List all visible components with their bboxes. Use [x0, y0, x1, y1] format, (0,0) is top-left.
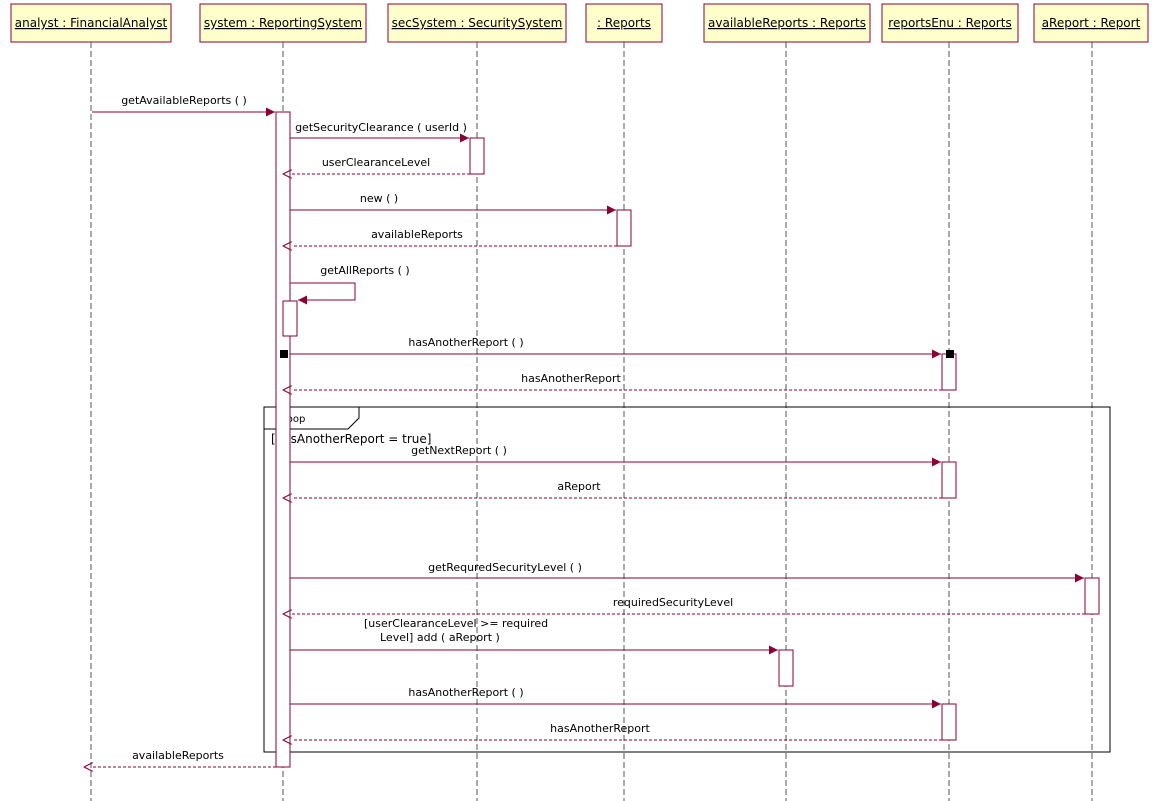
svg-text:aReport: aReport — [557, 480, 601, 493]
stop-marker — [280, 350, 288, 358]
activation-reportsenu-2 — [941, 461, 957, 499]
loop-guard: [hasAnotherReport = true] — [271, 432, 431, 446]
svg-text:availableReports: availableReports — [132, 749, 224, 762]
activation-reportsenu-1 — [941, 353, 957, 391]
svg-text:getAllReports ( ): getAllReports ( ) — [320, 264, 409, 277]
activation-system-self — [282, 300, 298, 337]
activation-availablereports — [778, 649, 794, 687]
loop-operator-tab — [264, 407, 360, 430]
activation-system — [275, 111, 291, 768]
activation-areport — [1084, 577, 1100, 615]
message-new[interactable]: new ( ) — [290, 192, 616, 215]
svg-text:getRequredSecurityLevel ( ): getRequredSecurityLevel ( ) — [428, 561, 582, 574]
message-getavailablereports[interactable]: getAvailableReports ( ) — [92, 94, 275, 117]
message-return-hasanotherreport-1[interactable]: hasAnotherReport — [292, 372, 942, 390]
loop-operator-label: loop — [284, 414, 305, 425]
message-getallreports[interactable]: getAllReports ( ) — [290, 264, 410, 305]
loop-fragment: loop [hasAnotherReport = true] — [263, 406, 1111, 753]
svg-text:getNextReport ( ): getNextReport ( ) — [411, 444, 507, 457]
svg-text:analyst : FinancialAnalyst: analyst : FinancialAnalyst — [15, 16, 168, 30]
message-hasanotherreport-1[interactable]: hasAnotherReport ( ) — [280, 336, 954, 359]
activation-reportsenu-3 — [941, 703, 957, 741]
message-getsecurityclearance[interactable]: getSecurityClearance ( userId ) — [290, 121, 469, 143]
svg-text:hasAnotherReport ( ): hasAnotherReport ( ) — [408, 686, 523, 699]
svg-text:[userClearanceLevel >= require: [userClearanceLevel >= required — [364, 617, 548, 630]
svg-text:getAvailableReports ( ): getAvailableReports ( ) — [121, 94, 247, 107]
participant-system[interactable]: system : ReportingSystem — [199, 3, 367, 43]
message-getnextreport[interactable]: getNextReport ( ) — [290, 444, 941, 467]
svg-text:new ( ): new ( ) — [360, 192, 398, 205]
svg-text:requiredSecurityLevel: requiredSecurityLevel — [613, 596, 733, 609]
svg-text:hasAnotherReport: hasAnotherReport — [521, 372, 621, 385]
svg-text:hasAnotherReport: hasAnotherReport — [550, 722, 650, 735]
message-return-requiredsecuritylevel[interactable]: requiredSecurityLevel — [292, 596, 1085, 614]
activation-secsystem — [469, 137, 485, 175]
activation-reports — [616, 209, 632, 247]
message-return-hasanotherreport-2[interactable]: hasAnotherReport — [292, 722, 942, 740]
svg-text:: Reports: : Reports — [597, 16, 651, 30]
message-return-areport[interactable]: aReport — [292, 480, 942, 498]
svg-text:availableReports : Reports: availableReports : Reports — [708, 16, 866, 30]
svg-text:availableReports: availableReports — [371, 228, 463, 241]
participant-availablereports[interactable]: availableReports : Reports — [703, 3, 871, 43]
svg-text:userClearanceLevel: userClearanceLevel — [322, 156, 430, 169]
stop-marker — [946, 350, 954, 358]
message-getrequredsecuritylevel[interactable]: getRequredSecurityLevel ( ) — [290, 561, 1084, 583]
svg-text:system : ReportingSystem: system : ReportingSystem — [204, 16, 362, 30]
participant-reports[interactable]: : Reports — [585, 3, 663, 43]
message-return-availablereports[interactable]: availableReports — [292, 228, 617, 246]
svg-text:getSecurityClearance ( userId: getSecurityClearance ( userId ) — [295, 121, 467, 134]
message-add-areport[interactable]: [userClearanceLevel >= required Level] a… — [290, 617, 778, 655]
participant-areport[interactable]: aReport : Report — [1033, 3, 1149, 43]
loop-frame — [263, 406, 1111, 753]
message-return-availablereports-final[interactable]: availableReports — [93, 749, 276, 767]
message-return-userclearancelevel[interactable]: userClearanceLevel — [292, 156, 470, 174]
participant-analyst[interactable]: analyst : FinancialAnalyst — [10, 3, 172, 43]
participant-secsystem[interactable]: secSystem : SecuritySystem — [387, 3, 567, 43]
message-hasanotherreport-2[interactable]: hasAnotherReport ( ) — [290, 686, 941, 709]
svg-text:hasAnotherReport ( ): hasAnotherReport ( ) — [408, 336, 523, 349]
svg-text:secSystem : SecuritySystem: secSystem : SecuritySystem — [392, 16, 563, 30]
svg-text:Level] add ( aReport ): Level] add ( aReport ) — [380, 631, 500, 644]
svg-text:reportsEnu : Reports: reportsEnu : Reports — [888, 16, 1011, 30]
svg-text:aReport : Report: aReport : Report — [1042, 16, 1141, 30]
participant-reportsenu[interactable]: reportsEnu : Reports — [881, 3, 1019, 43]
